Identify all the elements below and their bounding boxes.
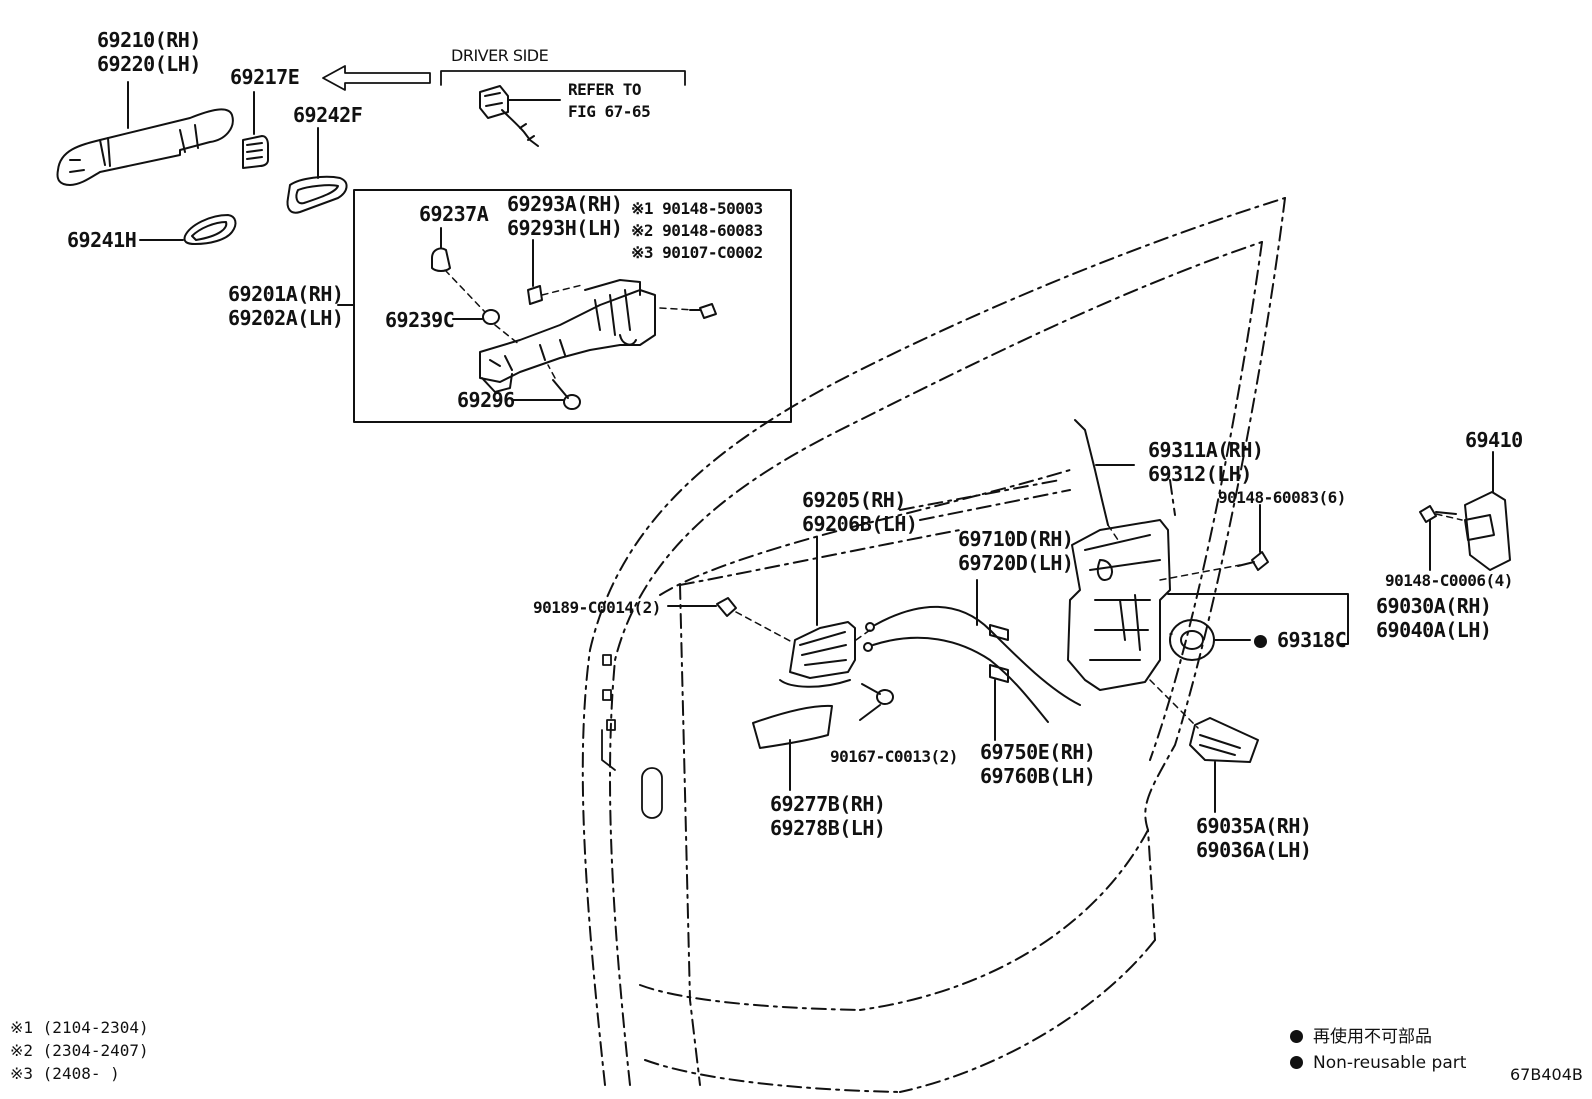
striker-screw-part: [1419, 505, 1457, 523]
bracket-part: [527, 285, 543, 305]
handle-frame-part: [479, 279, 656, 393]
label-cover: 69237A: [419, 202, 489, 226]
label-bezel: 69277B(RH)69278B(LH): [770, 792, 886, 840]
cable-parts: [863, 605, 1081, 723]
label-screw: 69296: [457, 388, 515, 412]
inside-handle-part: [779, 621, 856, 688]
arrow-left-icon: [322, 65, 431, 91]
clip-part: [716, 597, 737, 617]
striker-part: [1464, 491, 1511, 571]
label-frame: 69201A(RH)69202A(LH): [228, 282, 344, 330]
label-variants: ※1 90148-50003※2 90148-60083※3 90107-C00…: [631, 199, 763, 262]
label-clip: 90189-C0014(2): [533, 598, 661, 617]
lock-screw-part: [1237, 551, 1269, 571]
door-holes: [601, 654, 663, 819]
seal-part: [1169, 619, 1215, 661]
screw-part: [552, 379, 581, 410]
label-grommet: 69239C: [385, 308, 455, 332]
label-bracket: 69293A(RH)69293H(LH): [507, 192, 623, 240]
label-handle: 69210(RH)69220(LH): [97, 28, 201, 76]
assembly-dashes-lower: [735, 513, 1463, 729]
rod-part: [1074, 419, 1109, 526]
label-driver-side: DRIVER SIDE: [451, 46, 549, 65]
label-inner-handle: 69205(RH)69206B(LH): [802, 488, 918, 536]
label-cap: 69217E: [230, 65, 300, 89]
legend-jp: 再使用不可部品: [1290, 1024, 1466, 1050]
legend: 再使用不可部品 Non-reusable part: [1290, 1024, 1466, 1076]
assembly-dashes: [444, 269, 696, 379]
footnotes: ※1 (2104-2304)※2 (2304-2407)※3 (2408- ): [10, 1018, 149, 1083]
label-inner-screw: 90167-C0013(2): [830, 747, 958, 766]
inner-screw-part: [861, 683, 894, 705]
cover-part: [431, 247, 451, 272]
legend-en: Non-reusable part: [1290, 1050, 1466, 1076]
driver-side-bracket: [440, 70, 686, 86]
label-lock-screw: 90148-60083(6): [1218, 488, 1346, 507]
label-rod: 69311A(RH)69312(LH): [1148, 438, 1264, 486]
small-screw-part: [689, 303, 717, 319]
pad-f-part: [286, 175, 348, 214]
label-cable1: 69710D(RH)69720D(LH): [958, 527, 1074, 575]
label-lock: 69030A(RH)69040A(LH): [1376, 594, 1492, 642]
label-lock-cover: 69035A(RH)69036A(LH): [1196, 814, 1312, 862]
grommet-part: [482, 309, 500, 325]
leader: [859, 704, 881, 721]
pad-h-part: [183, 214, 237, 245]
door-outline: [581, 197, 1286, 1093]
non-reusable-dot-icon: [1290, 1056, 1303, 1069]
bezel-part: [752, 704, 833, 749]
label-seal: 69318C: [1254, 628, 1347, 652]
label-cable2: 69750E(RH)69760B(LH): [980, 740, 1096, 788]
key-cylinder-part: [479, 85, 539, 147]
figure-code: 67B404B: [1510, 1065, 1583, 1084]
non-reusable-dot-icon: [1254, 635, 1267, 648]
label-pad-h: 69241H: [67, 228, 137, 252]
handle-cap-part: [242, 135, 269, 169]
non-reusable-dot-icon: [1290, 1030, 1303, 1043]
label-striker: 69410: [1465, 428, 1523, 452]
door-lock-part: [1067, 519, 1171, 691]
label-striker-screw: 90148-C0006(4): [1385, 571, 1513, 590]
label-pad-f: 69242F: [293, 103, 363, 127]
leader: [1339, 593, 1349, 645]
lock-cover-part: [1189, 717, 1259, 763]
outside-handle-part: [56, 108, 234, 186]
